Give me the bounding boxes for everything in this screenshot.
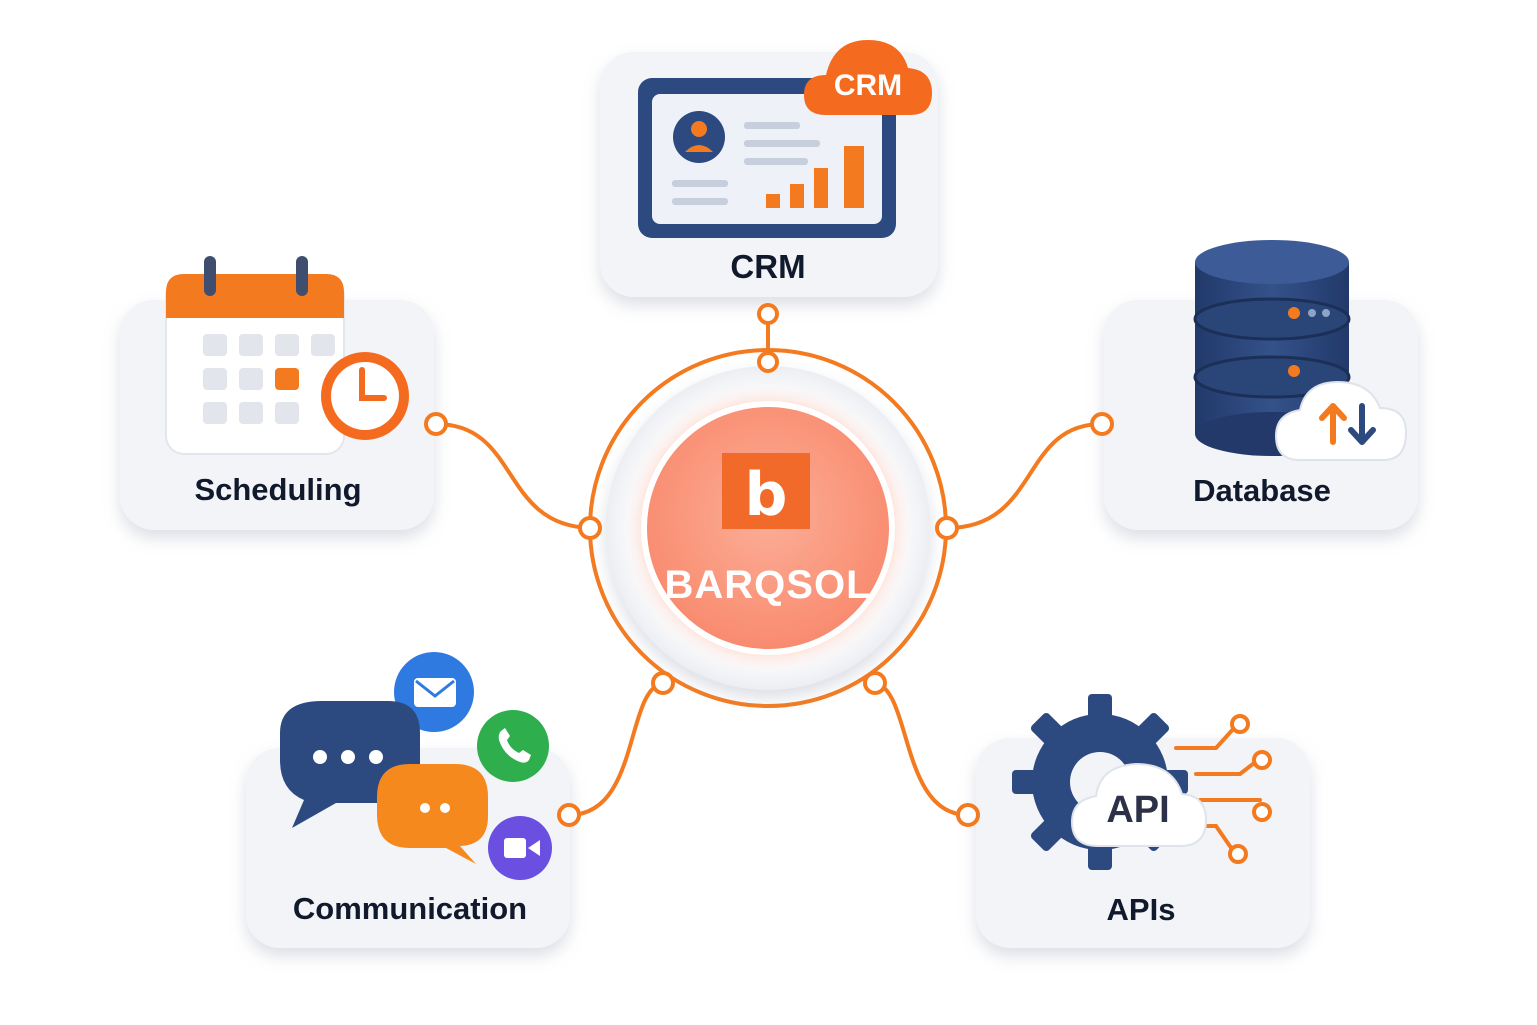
connector-apis — [873, 681, 970, 817]
crm-label: CRM — [730, 248, 805, 285]
database-label: Database — [1193, 473, 1331, 508]
calendar-clock-icon — [165, 256, 409, 455]
hub-name: BARQSOL — [665, 563, 872, 607]
phone-icon — [477, 710, 549, 782]
chat-bubbles-icon — [280, 652, 552, 880]
barqsol-logo-icon: b — [722, 453, 810, 530]
circuit-lines — [1174, 724, 1262, 854]
api-badge-text: API — [1106, 789, 1169, 831]
connectors — [434, 312, 1104, 817]
crm-cloud-badge-icon: CRM — [804, 40, 932, 115]
apis-label: APIs — [1107, 892, 1176, 927]
crm-dashboard-icon — [638, 78, 896, 238]
connector-scheduling — [434, 422, 592, 530]
scheduling-label: Scheduling — [194, 472, 361, 507]
hub[interactable]: b BARQSOL — [588, 348, 948, 708]
connector-communication — [567, 681, 665, 817]
hub-logo-letter: b — [745, 460, 788, 530]
communication-label: Communication — [293, 891, 527, 926]
gear-api-icon: API — [1012, 694, 1272, 870]
video-icon — [488, 816, 552, 880]
orange-chat-bubble-icon — [377, 764, 488, 864]
connector-database — [945, 422, 1104, 530]
database-cloud-sync-icon — [1193, 240, 1408, 461]
crm-badge-text: CRM — [834, 69, 902, 102]
connector-nodes — [424, 303, 1114, 827]
